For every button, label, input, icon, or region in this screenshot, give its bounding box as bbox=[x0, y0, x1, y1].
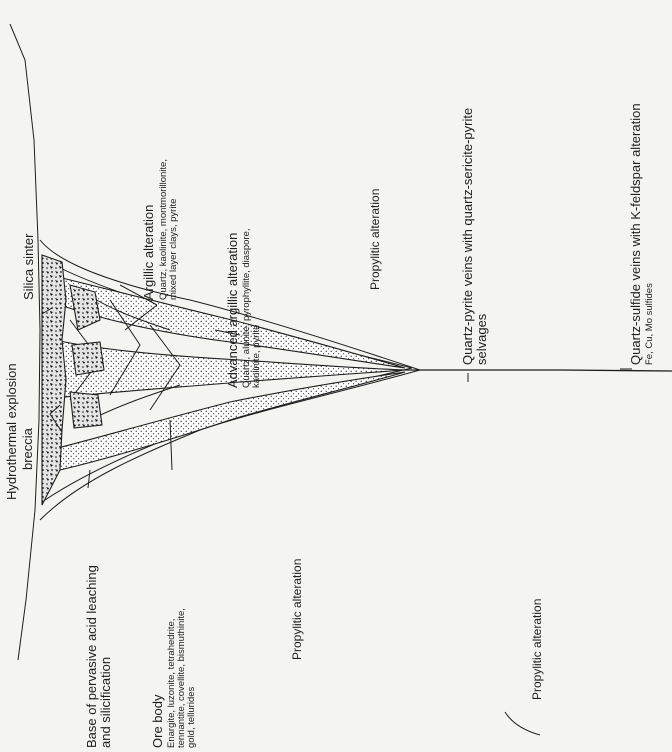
label-base-leaching-2: and silicification bbox=[98, 657, 113, 748]
label-ore-body-3: gold, tellurides bbox=[186, 686, 197, 748]
leader-base-leaching bbox=[88, 470, 90, 488]
label-base-leaching-1: Base of pervasive acid leaching bbox=[84, 565, 99, 748]
breccia-pod-3 bbox=[70, 392, 102, 428]
label-qs-veins-sub: Fe, Cu, Mo sulfides bbox=[644, 283, 655, 365]
label-adv-argillic-title: Advanced argillic alteration bbox=[225, 233, 240, 388]
breccia-pod-1 bbox=[70, 285, 100, 330]
breccia-pod-2 bbox=[72, 342, 104, 375]
label-qp-veins-1: Quartz-pyrite veins with quartz-sericite… bbox=[460, 108, 475, 365]
label-propylitic-left: Propylitic alteration bbox=[290, 559, 304, 660]
label-qp-veins-2: selvages bbox=[474, 313, 489, 365]
label-breccia: breccia bbox=[20, 427, 35, 470]
label-adv-argillic-2: kaolinite, pyrite bbox=[251, 325, 262, 388]
bracket-mark bbox=[505, 712, 540, 735]
ground-surface-line bbox=[10, 24, 40, 660]
label-ore-body-title: Ore body bbox=[150, 694, 165, 748]
label-silica-sinter: Silica sinter bbox=[21, 233, 36, 300]
label-argillic-title: Argillic alteration bbox=[141, 205, 156, 300]
label-propylitic-upper: Propylitic alteration bbox=[368, 189, 382, 290]
label-propylitic-lower: Propylitic alteration bbox=[530, 599, 544, 700]
label-qs-veins-title: Quartz-sulfide veins with K-feldspar alt… bbox=[628, 103, 643, 365]
label-argillic-2: mixed layer clays, pyrite bbox=[168, 199, 179, 300]
label-hydrothermal-explosion: Hydrothermal explosion bbox=[4, 363, 19, 500]
feeder-vein bbox=[405, 370, 672, 371]
